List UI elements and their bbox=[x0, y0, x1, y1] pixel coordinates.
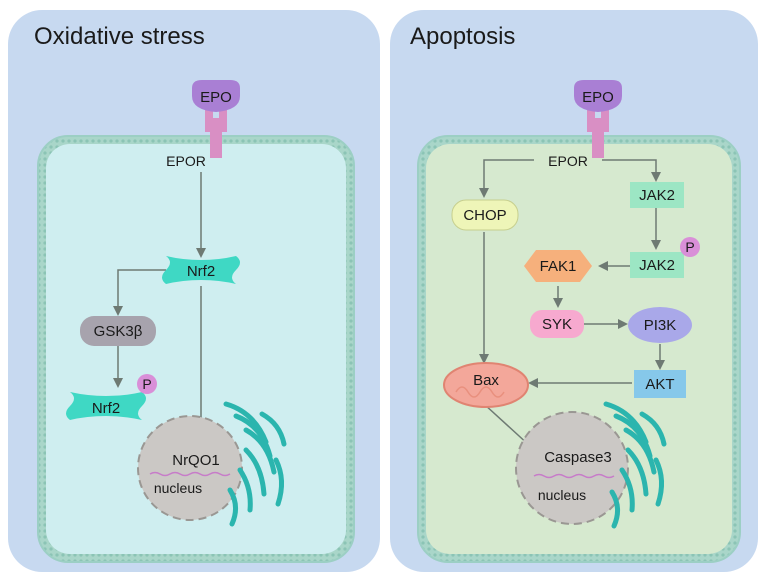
right-arrow-epor-jak2 bbox=[602, 159, 661, 182]
bax-cristae bbox=[455, 386, 505, 398]
left-nrf2-label: Nrf2 bbox=[187, 263, 215, 280]
right-node-akt: AKT bbox=[634, 370, 686, 398]
right-node-chop: CHOP bbox=[451, 199, 519, 231]
left-node-nrf2-phospho: Nrf2 P bbox=[66, 374, 157, 420]
right-fak1-label: FAK1 bbox=[540, 258, 577, 275]
right-epor-label: EPOR bbox=[548, 153, 588, 169]
right-jak2-phospho-label: JAK2 bbox=[639, 257, 675, 274]
left-epo-label: EPO bbox=[200, 89, 232, 106]
right-pi3k-label: PI3K bbox=[644, 317, 677, 334]
left-node-gsk3b: GSK3β bbox=[80, 316, 156, 346]
left-epo-receptor: EPO bbox=[192, 80, 240, 158]
left-receptor-stem-lower bbox=[210, 130, 222, 158]
left-nucleus-label: nucleus bbox=[154, 480, 202, 496]
right-nucleus: Caspase3 nucleus bbox=[515, 411, 629, 525]
right-akt-label: AKT bbox=[645, 376, 674, 393]
left-epor-label: EPOR bbox=[166, 153, 206, 169]
left-node-nrf2: Nrf2 bbox=[162, 256, 240, 284]
left-arrow-nrf2-gsk3b bbox=[113, 269, 166, 316]
right-node-jak2: JAK2 bbox=[630, 182, 684, 208]
left-phospho-badge bbox=[137, 374, 157, 394]
right-node-pi3k: PI3K bbox=[628, 307, 692, 343]
right-nucleus-label: nucleus bbox=[538, 487, 586, 503]
right-syk-label: SYK bbox=[542, 316, 572, 333]
right-jak2-label: JAK2 bbox=[639, 187, 675, 204]
right-phospho-badge bbox=[680, 237, 700, 257]
right-caspase3-label: Caspase3 bbox=[544, 449, 612, 466]
right-endoplasmic-reticulum bbox=[603, 401, 667, 529]
right-node-syk: SYK bbox=[530, 310, 584, 338]
right-node-fak1: FAK1 bbox=[524, 250, 592, 282]
left-nrqo1-label: NrQO1 bbox=[172, 452, 220, 469]
right-node-jak2-phospho: JAK2 P bbox=[630, 237, 700, 278]
right-epo-receptor: EPO bbox=[574, 80, 622, 158]
right-epo-ligand bbox=[574, 80, 622, 112]
right-arrow-bax-caspase3 bbox=[483, 403, 532, 448]
left-phospho-label: P bbox=[142, 376, 151, 392]
right-epo-label: EPO bbox=[582, 89, 614, 106]
right-receptor-stem-lower bbox=[592, 130, 604, 158]
left-nrf2-phospho-label: Nrf2 bbox=[92, 400, 120, 417]
left-epo-ligand bbox=[192, 80, 240, 112]
right-node-bax: Bax bbox=[443, 362, 529, 408]
right-dna-strand bbox=[533, 473, 615, 479]
left-panel-title: Oxidative stress bbox=[34, 23, 205, 50]
left-gsk3b-label: GSK3β bbox=[94, 323, 143, 340]
right-panel-title: Apoptosis bbox=[410, 23, 515, 50]
right-phospho-label: P bbox=[685, 239, 694, 255]
right-bax-label: Bax bbox=[473, 372, 499, 389]
right-chop-label: CHOP bbox=[463, 207, 506, 224]
right-arrow-epor-chop bbox=[479, 159, 534, 198]
left-panel: Oxidative stress EPO EPOR Nrf2 GSK3β bbox=[8, 10, 380, 572]
right-panel: Apoptosis EPO EPOR CHOP JA bbox=[390, 10, 758, 572]
left-dna-strand bbox=[149, 471, 231, 477]
left-endoplasmic-reticulum bbox=[223, 401, 287, 527]
left-nucleus: NrQO1 nucleus bbox=[137, 415, 243, 521]
